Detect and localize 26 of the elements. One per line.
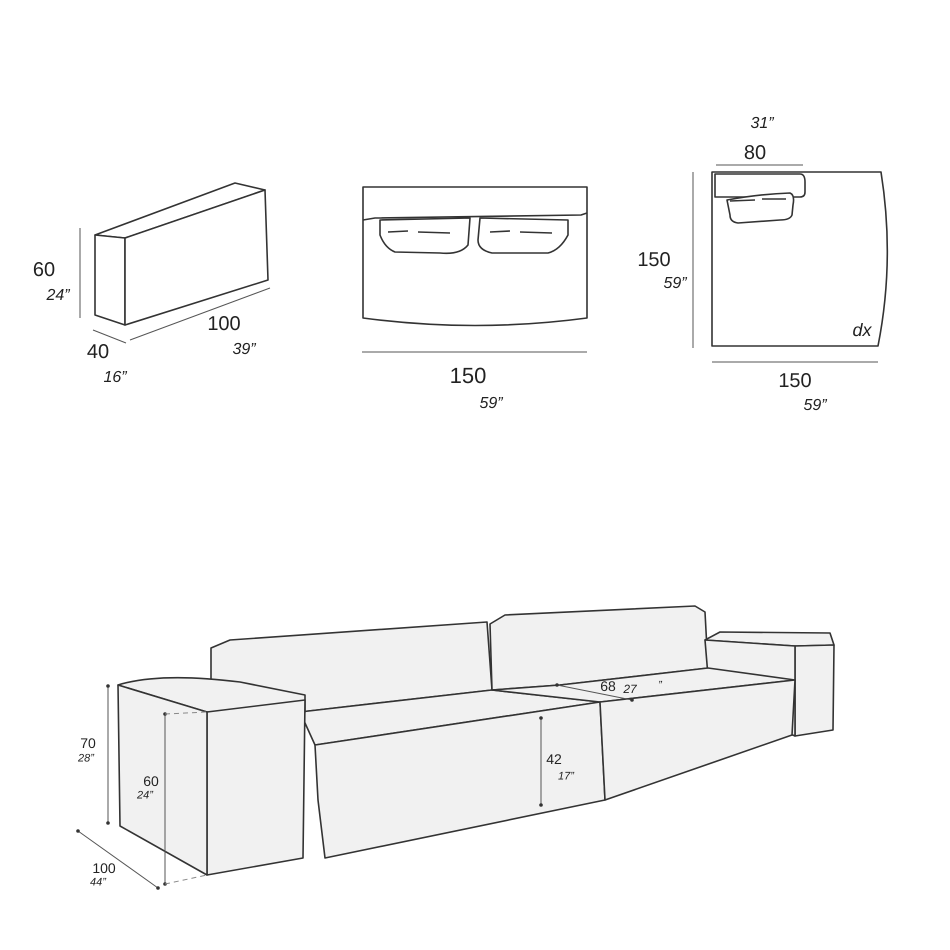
- dimension-label: 44”: [90, 878, 106, 888]
- dimension-label: 42: [546, 752, 562, 766]
- dimension-label: 70: [80, 736, 96, 750]
- dimension-label: 150: [778, 371, 812, 391]
- dimension-label: 39”: [232, 342, 256, 358]
- dimension-label: 60: [143, 774, 159, 788]
- dimension-label: 31”: [750, 116, 774, 132]
- dimension-label: 59”: [803, 398, 827, 414]
- dimension-label: 28”: [78, 754, 94, 764]
- dimension-label: 24”: [137, 790, 153, 802]
- dimension-label: 17”: [558, 772, 574, 782]
- dimension-label: ”: [658, 680, 662, 692]
- dimension-label: 16”: [103, 370, 127, 386]
- dimension-label: 68: [600, 679, 616, 693]
- dimension-label: 80: [744, 143, 766, 163]
- dimension-label: 100: [92, 861, 116, 875]
- dimension-label: 40: [86, 342, 110, 362]
- dimension-label: 59”: [479, 396, 503, 412]
- dimension-label: 100: [207, 314, 241, 334]
- dimension-label: 150: [637, 250, 671, 270]
- module-label: dx: [852, 321, 872, 339]
- dimension-label: 27: [623, 683, 637, 695]
- dimension-label: 60: [32, 260, 56, 280]
- dimension-label: 59”: [663, 276, 687, 292]
- dimension-label: 150: [450, 365, 486, 387]
- dimension-label: 24”: [46, 288, 70, 304]
